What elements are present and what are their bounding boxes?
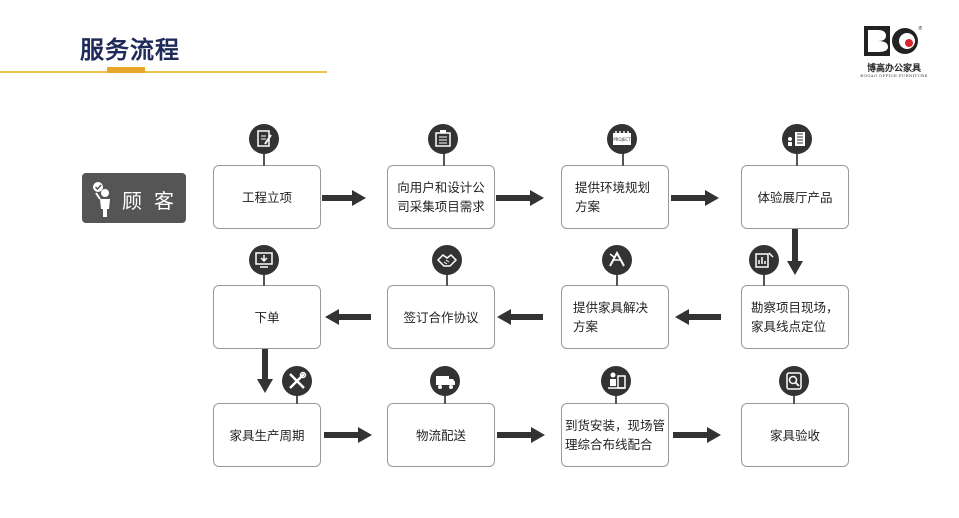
logo-name: 博高办公家具 (866, 64, 921, 74)
step-place-order: 下单 (213, 285, 321, 349)
arrow-right (673, 427, 721, 443)
svg-text:PROJECT: PROJECT (613, 137, 631, 142)
arrow-right (671, 190, 719, 206)
step-label: 勘察项目现场，家具线点定位 (751, 300, 839, 334)
icon-connector (444, 390, 446, 404)
step-installation: 到货安装，现场管理综合布线配合 (561, 403, 669, 467)
arrow-right (496, 190, 544, 206)
icon-connector (763, 272, 765, 286)
icon-connector (296, 390, 298, 404)
icon-connector (263, 272, 265, 286)
step-collect-requirements: 向用户和设计公司采集项目需求 (387, 165, 495, 229)
customer-label: 顾客 (122, 189, 186, 213)
step-label: 签订合作协议 (403, 309, 479, 325)
arrow-down (257, 349, 273, 393)
customer-box: 顾客 (82, 173, 186, 223)
step-label: 家具验收 (769, 427, 820, 443)
step-acceptance: 家具验收 (741, 403, 849, 467)
step-project-initiation: 工程立项 (213, 165, 321, 229)
briefcase-document-icon (428, 124, 458, 154)
survey-chart-icon (749, 245, 779, 275)
logo-mark-icon: ® (864, 25, 922, 56)
arrow-right (497, 427, 545, 443)
tools-solution-icon (602, 245, 632, 275)
arrow-left (325, 309, 371, 325)
step-label: 下单 (254, 309, 280, 325)
arrow-right (324, 427, 372, 443)
icon-connector (263, 150, 265, 166)
step-furniture-solution: 提供家具解决方案 (561, 285, 669, 349)
step-label: 体验展厅产品 (757, 189, 833, 205)
inspection-magnifier-icon (779, 366, 809, 396)
arrow-left (497, 309, 543, 325)
document-pen-icon (249, 124, 279, 154)
step-showroom-experience: 体验展厅产品 (741, 165, 849, 229)
arrow-right (322, 190, 366, 206)
svg-text:®: ® (918, 25, 922, 32)
step-label: 物流配送 (415, 427, 466, 443)
installer-worker-icon (601, 366, 631, 396)
icon-connector (616, 272, 618, 286)
brand-logo: ® 博高办公家具 BOGAO OFFICE FURNITURE (858, 24, 928, 80)
icon-connector (622, 150, 624, 166)
icon-connector (446, 272, 448, 286)
step-environment-plan: 提供环境规划方案 (561, 165, 669, 229)
icon-connector (793, 390, 795, 404)
delivery-truck-icon (430, 366, 460, 396)
title-underline (0, 71, 327, 73)
step-label: 工程立项 (241, 189, 292, 205)
person-check-icon (93, 182, 110, 217)
icon-connector (615, 390, 617, 404)
step-label: 提供家具解决方案 (573, 300, 649, 334)
logo-subtitle: BOGAO OFFICE FURNITURE (860, 73, 928, 78)
step-label: 向用户和设计公司采集项目需求 (397, 180, 485, 214)
handshake-icon (432, 245, 462, 275)
icon-connector (796, 150, 798, 166)
arrow-left (675, 309, 721, 325)
step-logistics-delivery: 物流配送 (387, 403, 495, 467)
step-site-survey: 勘察项目现场，家具线点定位 (741, 285, 849, 349)
step-label: 到货安装，现场管理综合布线配合 (565, 418, 666, 452)
wrench-screwdriver-icon (282, 366, 312, 396)
showroom-building-icon (782, 124, 812, 154)
step-production-cycle: 家具生产周期 (213, 403, 321, 467)
monitor-download-icon (249, 245, 279, 275)
icon-connector (443, 150, 445, 166)
step-label: 家具生产周期 (229, 427, 305, 443)
step-sign-agreement: 签订合作协议 (387, 285, 495, 349)
title-accent-bar (107, 67, 145, 73)
page-title: 服务流程 (80, 36, 180, 64)
step-label: 提供环境规划方案 (575, 180, 651, 214)
project-calendar-icon: PROJECT (607, 124, 637, 154)
arrow-down (787, 229, 803, 275)
